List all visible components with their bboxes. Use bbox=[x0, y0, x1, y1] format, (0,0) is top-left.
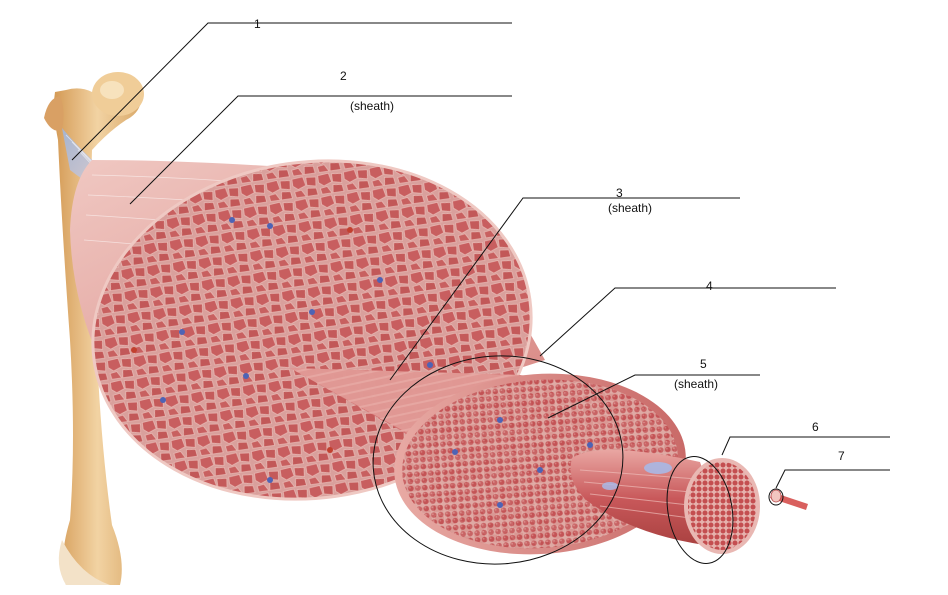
label-5-note: (sheath) bbox=[674, 377, 718, 391]
leader-lines bbox=[71, 22, 890, 489]
label-7-number: 7 bbox=[838, 449, 845, 463]
fiber-outline bbox=[666, 456, 734, 564]
leader-line-1 bbox=[71, 22, 512, 161]
label-2-note: (sheath) bbox=[350, 99, 394, 113]
label-5-number: 5 bbox=[700, 357, 707, 371]
leader-line-5 bbox=[547, 374, 760, 419]
myofibril-outline bbox=[768, 488, 784, 506]
label-4-number: 4 bbox=[706, 279, 713, 293]
fascicle-outline bbox=[372, 355, 624, 565]
label-6-number: 6 bbox=[812, 420, 819, 434]
label-2-number: 2 bbox=[340, 69, 347, 83]
label-1-number: 1 bbox=[254, 17, 261, 31]
leader-line-7 bbox=[775, 469, 890, 489]
leader-line-3 bbox=[389, 197, 740, 381]
leader-line-2 bbox=[129, 95, 512, 205]
muscle-fiber bbox=[570, 449, 760, 554]
leader-line-6 bbox=[721, 436, 890, 456]
labels: 1 2 (sheath) 3 (sheath) 4 5 (sheath) 6 7 bbox=[254, 17, 845, 463]
label-3-note: (sheath) bbox=[608, 201, 652, 215]
label-3-number: 3 bbox=[616, 186, 623, 200]
myofibril bbox=[770, 489, 808, 510]
blood-vessel-dots bbox=[131, 217, 433, 483]
leader-line-4 bbox=[539, 287, 836, 357]
